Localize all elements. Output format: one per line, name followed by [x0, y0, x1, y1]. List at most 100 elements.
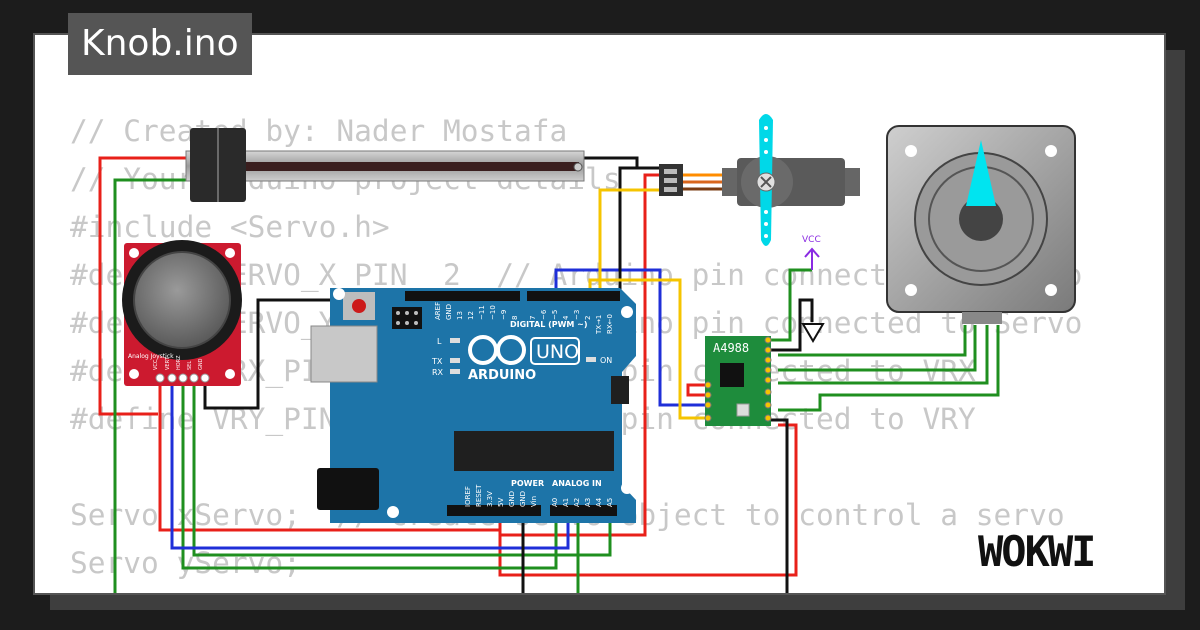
driver-label: A4988 — [713, 341, 749, 355]
led-label: L — [437, 337, 442, 346]
pin-label: 8 — [511, 316, 519, 320]
joystick-knob[interactable] — [133, 251, 231, 349]
slider-screw-icon — [573, 162, 583, 172]
pin-label: 7 — [529, 316, 537, 320]
arduino-brand: ARDUINO — [468, 368, 536, 383]
reset-button[interactable] — [352, 299, 366, 313]
usb-port — [310, 325, 378, 383]
pin-label: ~6 — [540, 309, 548, 320]
digital-label: DIGITAL (PWM ~) — [510, 320, 588, 329]
joystick-pins: VCC VERT HORZ SEL GND — [153, 355, 210, 383]
pin-label: GND — [445, 304, 453, 320]
digital-header-right[interactable] — [527, 291, 620, 301]
analog-joystick[interactable]: Analog Joystick VCC VERT HORZ SEL GND — [122, 240, 242, 386]
pin-icon[interactable] — [167, 373, 177, 383]
wire-green[interactable] — [778, 325, 977, 372]
wire-red[interactable] — [500, 173, 664, 537]
wire-red[interactable] — [498, 423, 798, 577]
pin-label: A0 — [551, 498, 559, 507]
arduino-uno[interactable]: ARDUINO UNO AREF GND 13 12 ~11 ~10 ~9 8 … — [310, 288, 636, 523]
stepper-shaft — [959, 197, 1003, 241]
pin-icon[interactable] — [189, 373, 199, 383]
wire-green[interactable] — [113, 178, 196, 600]
arduino-logo-icon — [468, 335, 526, 365]
analog-header[interactable] — [550, 505, 617, 516]
mount-hole-icon — [905, 145, 917, 157]
wire-green[interactable] — [770, 268, 812, 342]
wire-green[interactable] — [192, 385, 612, 557]
wire-green[interactable] — [778, 325, 989, 385]
wire-blue[interactable] — [554, 268, 705, 407]
joystick-label: Analog Joystick — [128, 353, 174, 360]
wire-red[interactable] — [98, 156, 196, 416]
vcc-symbol[interactable]: VCC — [802, 235, 821, 270]
led-l — [450, 338, 460, 343]
pin-label: IOREF — [464, 486, 472, 507]
led-on — [586, 357, 596, 362]
wire-yellow[interactable] — [598, 188, 664, 295]
pin-label: ~5 — [551, 310, 559, 320]
pin-label: 2 — [584, 316, 592, 320]
mount-hole-icon — [333, 288, 345, 300]
pin-label: RESET — [475, 484, 483, 507]
mount-hole-icon — [1045, 145, 1057, 157]
led-rx — [450, 369, 460, 374]
pin-icon[interactable] — [200, 373, 210, 383]
pin-icon[interactable] — [155, 373, 165, 383]
digital-header-left[interactable] — [405, 291, 520, 301]
wire-green[interactable] — [778, 325, 1000, 412]
stepper-motor[interactable] — [886, 125, 1076, 324]
wire-yellow[interactable] — [588, 278, 705, 420]
wire-black[interactable] — [768, 418, 789, 600]
power-jack — [317, 468, 379, 510]
stepper-needle — [966, 140, 996, 206]
pin-label: HORZ — [176, 355, 182, 370]
wire-green[interactable] — [778, 325, 967, 357]
slide-potentiometer[interactable] — [185, 128, 585, 202]
pin-icon — [664, 187, 677, 192]
led-tx — [450, 358, 460, 363]
wire-black[interactable] — [770, 298, 814, 352]
driver-chip — [720, 363, 744, 387]
vcc-label: VCC — [802, 235, 821, 245]
pin-label: A4 — [595, 497, 603, 507]
pin-icon — [664, 178, 677, 183]
pin-label: ~9 — [500, 310, 508, 320]
wire-black[interactable] — [203, 298, 448, 410]
mount-hole-icon — [129, 369, 139, 379]
wire-blue[interactable] — [170, 385, 570, 550]
pin-label: Vin — [530, 496, 538, 507]
pin-icon — [664, 169, 677, 174]
mount-hole-icon — [905, 284, 917, 296]
power-header[interactable] — [447, 505, 541, 516]
project-title-badge: Knob.ino — [68, 13, 252, 75]
led-label: TX — [431, 357, 443, 366]
mount-hole-icon — [387, 506, 399, 518]
driver-potentiometer[interactable] — [736, 403, 750, 417]
mount-hole-icon — [1045, 284, 1057, 296]
icsp-header-right — [611, 376, 629, 404]
a4988-driver[interactable]: A4988 — [704, 336, 772, 426]
pin-label: ~10 — [489, 305, 497, 320]
wire-red[interactable] — [686, 383, 705, 397]
pin-label: A1 — [562, 498, 570, 507]
led-label: RX — [432, 368, 444, 377]
vcc-arrow-icon — [804, 247, 820, 270]
pin-label: TX→1 — [595, 315, 603, 335]
pin-label: ~11 — [478, 305, 486, 320]
servo-screw-cross-icon — [760, 176, 772, 188]
pin-icon[interactable] — [178, 373, 188, 383]
atmega-chip — [454, 431, 614, 471]
pin-label: GND — [519, 491, 527, 507]
pin-label: A3 — [584, 498, 592, 507]
mount-hole-icon — [621, 306, 633, 318]
pin-label: 13 — [456, 311, 464, 320]
wire-green[interactable] — [181, 385, 558, 570]
icsp-header — [392, 307, 422, 329]
ground-icon[interactable] — [801, 323, 825, 343]
slider-track — [195, 162, 579, 171]
servo-motor[interactable] — [722, 114, 860, 246]
pin-label: 4 — [562, 315, 570, 320]
driver-pins — [704, 336, 772, 422]
